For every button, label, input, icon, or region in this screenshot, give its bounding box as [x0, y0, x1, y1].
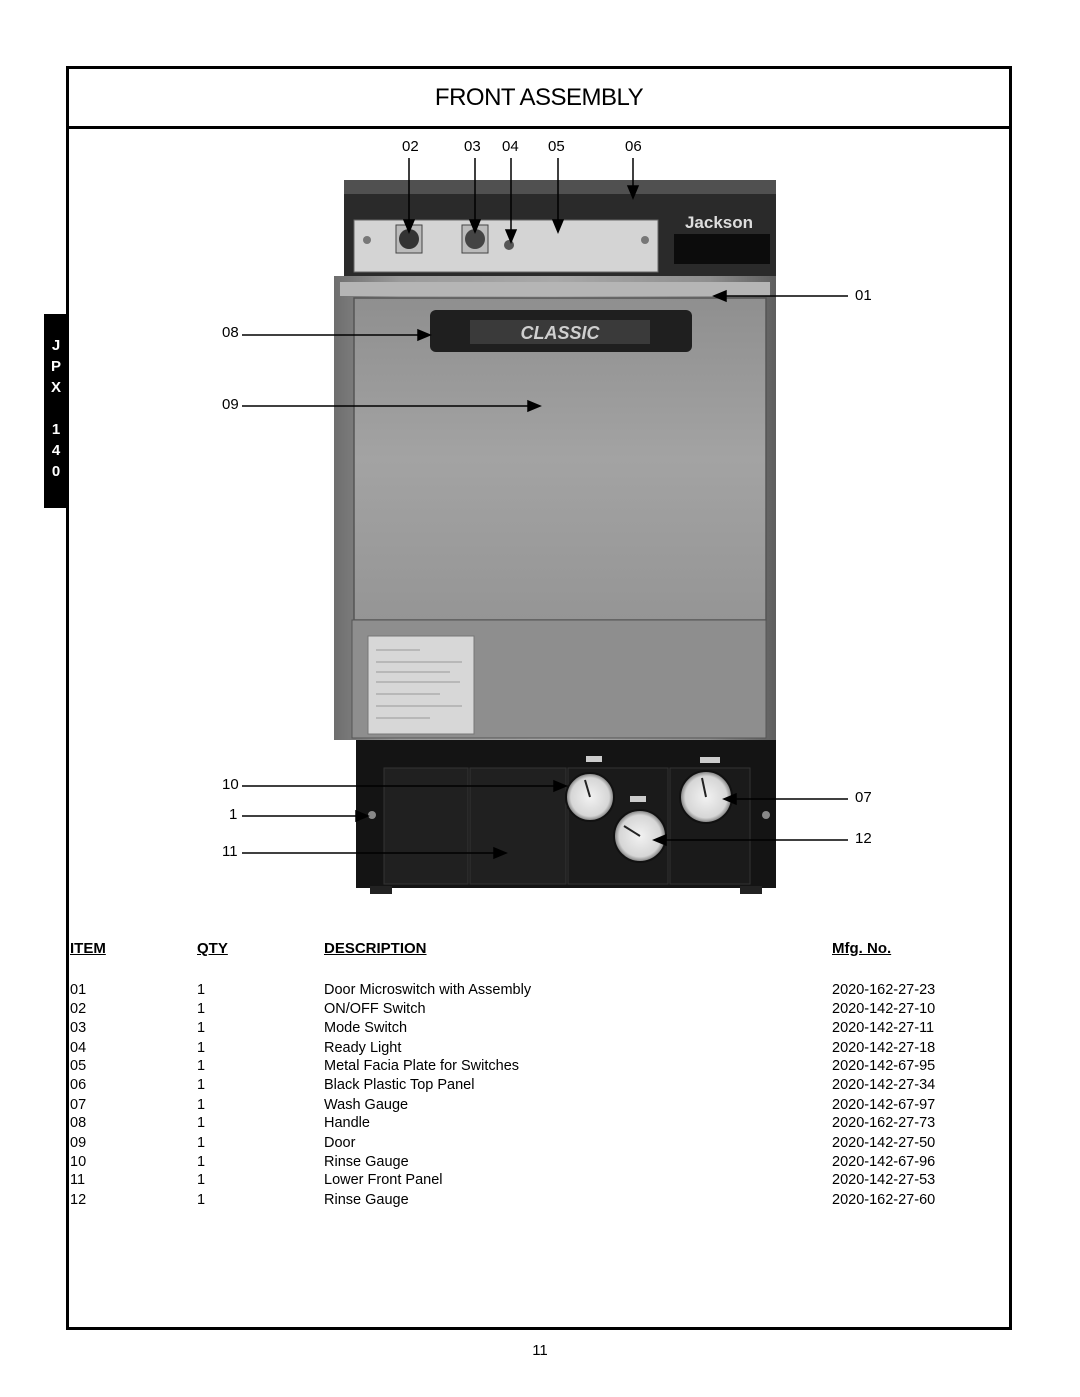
cell-item: 04 — [70, 1040, 87, 1056]
table-row: 02 1 ON/OFF Switch 2020-142-27-10 — [0, 1001, 1080, 1020]
cell-item: 06 — [70, 1077, 87, 1093]
callout-02: 02 — [402, 138, 419, 155]
callout-06: 06 — [625, 138, 642, 155]
cell-mfg-no: 2020-142-27-18 — [832, 1040, 936, 1056]
cell-description: Rinse Gauge — [324, 1192, 409, 1208]
cell-item: 12 — [70, 1192, 87, 1208]
cell-mfg-no: 2020-142-27-34 — [832, 1077, 936, 1093]
table-row: 08 1 Handle 2020-162-27-73 — [0, 1115, 1080, 1134]
callout-01: 01 — [855, 287, 872, 304]
cell-item: 02 — [70, 1001, 87, 1017]
page-title: FRONT ASSEMBLY — [434, 83, 644, 111]
cell-qty: 1 — [197, 1172, 206, 1188]
cell-item: 10 — [70, 1154, 87, 1170]
cell-qty: 1 — [197, 982, 206, 998]
side-tab-char: 1 — [51, 421, 61, 438]
callout-10: 10 — [222, 776, 239, 793]
cell-item: 07 — [70, 1097, 87, 1113]
cell-description: Mode Switch — [324, 1020, 408, 1036]
side-tab-char: P — [50, 358, 61, 375]
table-row: 09 1 Door 2020-142-27-50 — [0, 1135, 1080, 1154]
cell-item: 09 — [70, 1135, 87, 1151]
cell-mfg-no: 2020-142-67-95 — [832, 1058, 936, 1074]
callout-1: 1 — [229, 806, 238, 823]
cell-qty: 1 — [197, 1154, 206, 1170]
cell-item: 01 — [70, 982, 87, 998]
callout-leaders — [242, 158, 848, 860]
side-tab-char: X — [50, 379, 61, 396]
callout-04: 04 — [502, 138, 519, 155]
side-tab-char: 4 — [51, 442, 61, 459]
cell-description: ON/OFF Switch — [324, 1001, 426, 1017]
rinse-gauge-10 — [565, 772, 615, 822]
table-row: 07 1 Wash Gauge 2020-142-67-97 — [0, 1097, 1080, 1116]
callout-08: 08 — [222, 324, 239, 341]
header-description: DESCRIPTION — [324, 940, 427, 957]
cell-description: Rinse Gauge — [324, 1154, 409, 1170]
cell-qty: 1 — [197, 1097, 206, 1113]
cell-qty: 1 — [197, 1020, 206, 1036]
side-tab: J P X 1 4 0 — [44, 314, 68, 508]
cell-description: Ready Light — [324, 1040, 402, 1056]
cell-qty: 1 — [197, 1077, 206, 1093]
callout-11: 11 — [222, 843, 238, 860]
cell-mfg-no: 2020-142-27-53 — [832, 1172, 936, 1188]
callout-09: 09 — [222, 396, 239, 413]
cell-mfg-no: 2020-142-67-96 — [832, 1154, 936, 1170]
cell-mfg-no: 2020-162-27-23 — [832, 982, 936, 998]
handle-logo: CLASSIC — [520, 323, 600, 343]
cell-mfg-no: 2020-142-27-11 — [832, 1020, 935, 1036]
table-row: 10 1 Rinse Gauge 2020-142-67-96 — [0, 1154, 1080, 1173]
cell-item: 03 — [70, 1020, 87, 1036]
cell-description: Metal Facia Plate for Switches — [324, 1058, 520, 1074]
side-tab-char: J — [51, 337, 61, 354]
cell-description: Door — [324, 1135, 356, 1151]
cell-item: 11 — [70, 1172, 86, 1188]
page-number: 11 — [532, 1342, 548, 1359]
cell-description: Door Microswitch with Assembly — [324, 982, 532, 998]
cell-qty: 1 — [197, 1115, 206, 1131]
table-row: 12 1 Rinse Gauge 2020-162-27-60 — [0, 1192, 1080, 1211]
cell-mfg-no: 2020-142-27-10 — [832, 1001, 936, 1017]
wash-gauge-07 — [679, 770, 733, 824]
callout-07: 07 — [855, 789, 872, 806]
callout-05: 05 — [548, 138, 565, 155]
side-tab-char: 0 — [51, 463, 61, 480]
cell-qty: 1 — [197, 1001, 206, 1017]
cell-description: Handle — [324, 1115, 370, 1131]
cell-mfg-no: 2020-142-67-97 — [832, 1097, 936, 1113]
cell-qty: 1 — [197, 1040, 206, 1056]
cell-item: 05 — [70, 1058, 87, 1074]
cell-qty: 1 — [197, 1058, 206, 1074]
cell-mfg-no: 2020-162-27-60 — [832, 1192, 936, 1208]
table-row: 05 1 Metal Facia Plate for Switches 2020… — [0, 1058, 1080, 1077]
header-item: ITEM — [70, 940, 106, 957]
cell-qty: 1 — [197, 1192, 206, 1208]
callout-03: 03 — [464, 138, 481, 155]
title-bar: FRONT ASSEMBLY — [69, 69, 1009, 129]
brand-logo: Jackson — [685, 213, 753, 232]
cell-item: 08 — [70, 1115, 87, 1131]
table-row: 06 1 Black Plastic Top Panel 2020-142-27… — [0, 1077, 1080, 1096]
cell-description: Lower Front Panel — [324, 1172, 443, 1188]
header-mfg-no: Mfg. No. — [832, 940, 892, 957]
cell-description: Black Plastic Top Panel — [324, 1077, 475, 1093]
cell-description: Wash Gauge — [324, 1097, 409, 1113]
table-row: 11 1 Lower Front Panel 2020-142-27-53 — [0, 1172, 1080, 1191]
rinse-gauge-12 — [613, 809, 667, 863]
dishwasher-illustration: Jackson CLASSIC — [242, 158, 848, 894]
callout-12: 12 — [855, 830, 872, 847]
cell-mfg-no: 2020-162-27-73 — [832, 1115, 936, 1131]
table-row: 04 1 Ready Light 2020-142-27-18 — [0, 1040, 1080, 1059]
header-qty: QTY — [197, 940, 228, 957]
page-frame: FRONT ASSEMBLY — [66, 66, 1012, 1330]
table-row: 03 1 Mode Switch 2020-142-27-11 — [0, 1020, 1080, 1039]
cell-mfg-no: 2020-142-27-50 — [832, 1135, 936, 1151]
cell-qty: 1 — [197, 1135, 206, 1151]
data-plate — [367, 635, 475, 735]
table-row: 01 1 Door Microswitch with Assembly 2020… — [0, 982, 1080, 1001]
